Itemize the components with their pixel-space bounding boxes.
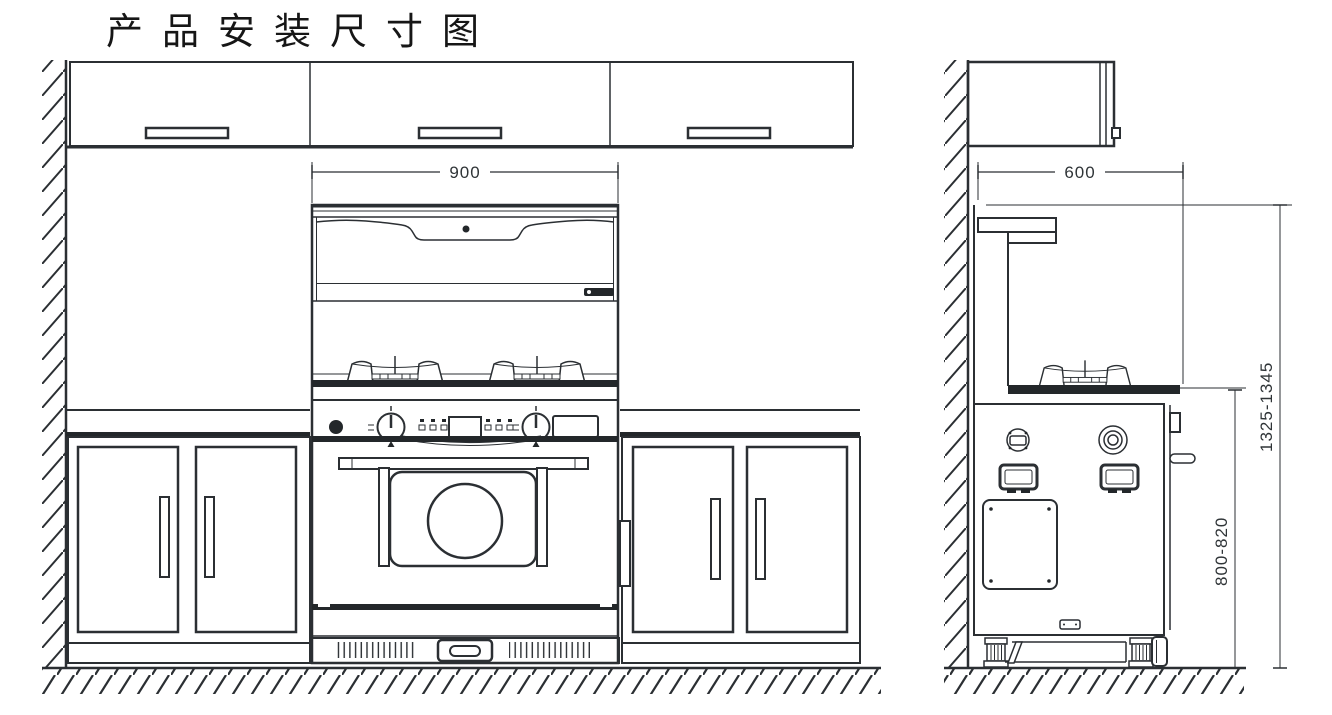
floor-hatching [42, 669, 881, 694]
round-fitting-right [1098, 425, 1128, 455]
base-feet [983, 636, 1168, 668]
countertop-right [620, 432, 860, 437]
floor-front [42, 666, 881, 694]
round-fitting-left [1006, 428, 1030, 452]
base-wedge [1006, 641, 1024, 664]
side-rail [619, 520, 631, 587]
vent-slats-left [336, 642, 417, 658]
base-cabinet-left [66, 409, 311, 664]
vent-port-right [1099, 463, 1140, 493]
hood-light-dot [462, 225, 470, 233]
countertop-side [1008, 385, 1180, 394]
indicator-icons-left [418, 418, 448, 431]
cooktop [312, 355, 618, 401]
cabinet-door [76, 445, 180, 634]
cabinet-handle [686, 126, 772, 140]
control-panel [312, 404, 618, 449]
door-handle [755, 498, 766, 580]
cabinet-door [194, 445, 298, 634]
wall-cabinets-front [66, 61, 854, 149]
gas-pipe [1169, 453, 1196, 464]
roller [1151, 636, 1168, 667]
vent-port-left [998, 463, 1039, 493]
integrated-stove-front [310, 203, 620, 665]
timer-window [552, 415, 599, 438]
door-handle [710, 498, 721, 580]
wall-hatching [42, 60, 66, 668]
adjustable-foot-right [1128, 637, 1154, 668]
dimension-overall-height-label: 1325-1345 [1257, 362, 1276, 452]
hinge-bracket [1169, 412, 1181, 433]
burner-side [1038, 359, 1132, 387]
floor-side [944, 666, 1246, 694]
dimension-counter-height-label: 800-820 [1212, 517, 1231, 586]
burner-right [488, 355, 586, 384]
cabinet-handle-nub [1111, 127, 1121, 139]
page-title: 产品安装尺寸图 [106, 11, 498, 53]
adjustable-foot-left [983, 637, 1009, 668]
brand-logo [584, 288, 614, 296]
door-handle [204, 496, 215, 578]
cabinet-door [745, 445, 849, 634]
oven-handle [338, 457, 589, 470]
base-cabinet-right [619, 409, 861, 664]
dimension-800-820: 800-820 [1180, 387, 1246, 669]
floor-hatching [944, 669, 1244, 694]
range-hood-glass-panel [315, 219, 615, 284]
rating-plate [1059, 619, 1081, 630]
range-hood-canopy [312, 205, 618, 218]
cooktop-edge [312, 380, 618, 387]
cabinet-handle [144, 126, 230, 140]
wall-hatching [944, 60, 968, 668]
burner-left [346, 355, 444, 384]
indicator-icons-right [484, 418, 514, 431]
access-panel [982, 499, 1058, 590]
cabinet-door [631, 445, 735, 634]
hood-canopy-side [977, 217, 1057, 386]
dimension-depth-label: 600 [1064, 163, 1095, 182]
side-view: 600 [944, 60, 1292, 694]
dimension-900: 900 [311, 162, 619, 203]
cabinet-handle [417, 126, 503, 140]
door-handle [159, 496, 170, 578]
oven-door [312, 457, 618, 610]
display-window [448, 416, 482, 439]
dimension-600: 600 [977, 162, 1184, 384]
countertop-left [66, 432, 310, 437]
wall-side [944, 60, 970, 668]
oven-window-circle [426, 482, 504, 560]
stove-side-profile [973, 204, 1292, 668]
ignition-button [329, 420, 343, 434]
front-view: 900 [42, 60, 881, 694]
vent-slats-right [509, 642, 590, 658]
wall-cabinet-side [966, 60, 1121, 148]
dimension-1325-1345: 1325-1345 [1257, 204, 1287, 669]
wall-left [42, 60, 68, 668]
bottom-vent-panel [310, 635, 620, 664]
dimension-width-label: 900 [449, 163, 480, 182]
